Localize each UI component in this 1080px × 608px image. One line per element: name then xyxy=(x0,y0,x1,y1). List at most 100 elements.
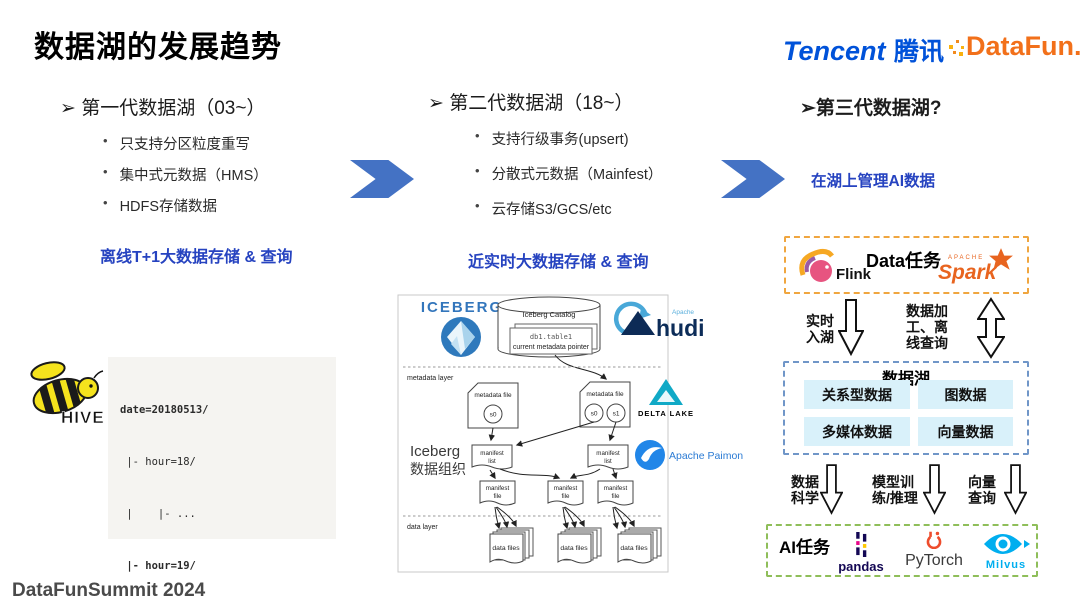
ai-tasks-box: AI任务 pandas PyTorch xyxy=(766,524,1038,577)
code-line: | |- ... xyxy=(120,508,196,521)
lake-cell-label: 关系型数据 xyxy=(822,386,892,403)
pytorch-logo: PyTorch xyxy=(896,530,972,576)
data-files-label: data files xyxy=(492,545,520,552)
gen2-header: ➢ 第二代数据湖（18~） xyxy=(428,93,634,114)
delta-lake-wordmark: DELTA LAKE xyxy=(638,409,694,418)
flow-label-line: 入湖 xyxy=(806,329,834,345)
flow-label-line: 线查询 xyxy=(906,335,948,351)
manifest-list-label: manifest xyxy=(596,450,620,457)
manifest-file-label: manifest xyxy=(604,485,628,492)
iceberg-wordmark: ICEBERG xyxy=(421,299,503,316)
tencent-wordmark-cn: 腾讯 xyxy=(893,38,944,66)
lake-cell-label: 向量数据 xyxy=(937,423,994,440)
hive-logo: HIVE xyxy=(30,361,105,427)
hudi-wordmark: hudi xyxy=(656,315,705,341)
manifest-list-right: manifest list xyxy=(587,444,629,470)
hive-wordmark: HIVE xyxy=(61,408,105,427)
code-line: |- hour=19/ xyxy=(120,560,196,573)
flow-label-line: 数据 xyxy=(791,474,819,490)
gen2-bullet-3: • 云存储S3/GCS/etc xyxy=(475,198,612,219)
flow-label-line: 实时 xyxy=(806,313,834,329)
snapshot-s0-label: s0 xyxy=(490,412,497,419)
gen1-bullet-2: • 集中式元数据（HMS） xyxy=(103,164,268,185)
down-arrow-icon xyxy=(838,299,864,356)
stage-arrow-1-icon xyxy=(350,160,414,198)
tencent-wordmark-en: Tencent xyxy=(783,36,886,66)
bullet-icon: • xyxy=(475,128,480,143)
datafun-wordmark: DataFun. xyxy=(966,31,1080,61)
gen2-summary: 近实时大数据存储 & 查询 xyxy=(468,254,649,271)
manifest-file-label: manifest xyxy=(486,485,510,492)
gen1-bullet-3: • HDFS存储数据 xyxy=(103,195,217,216)
gen1-bullet-1: • 只支持分区粒度重写 xyxy=(103,133,250,154)
gen3-header: ➢第三代数据湖? xyxy=(800,98,942,119)
milvus-wordmark: Milvus xyxy=(985,559,1027,571)
manifest-list-left: manifest list xyxy=(471,444,513,470)
spark-apache-label: APACHE xyxy=(948,255,985,261)
metadata-layer-label: metadata layer xyxy=(407,375,454,382)
spark-wordmark: Spark xyxy=(938,261,997,284)
gen2-bullet-2: • 分散式元数据（Mainfest） xyxy=(475,163,662,184)
bullet-text: 集中式元数据（HMS） xyxy=(119,168,268,184)
manifest-list-label: list xyxy=(488,458,496,465)
flow-model-training-label: 模型训 练/推理 xyxy=(872,474,918,506)
catalog-pointer-label: current metadata pointer xyxy=(513,344,590,351)
delta-lake-logo: DELTA LAKE xyxy=(638,379,694,418)
gen2-bullet-1: • 支持行级事务(upsert) xyxy=(475,128,629,149)
data-files-label: data files xyxy=(560,545,588,552)
lake-cell-graph: 图数据 xyxy=(918,380,1013,409)
flow-label-line: 查询 xyxy=(968,490,996,506)
bullet-icon: • xyxy=(103,195,108,210)
bullet-icon: • xyxy=(475,163,480,178)
down-arrow-icon xyxy=(923,464,946,515)
paimon-wordmark: Apache Paimon xyxy=(669,450,743,462)
flink-logo xyxy=(799,248,834,282)
datafun-logo: DataFun. xyxy=(948,31,1080,62)
lake-cell-multimedia: 多媒体数据 xyxy=(804,417,910,446)
lake-cell-vector: 向量数据 xyxy=(918,417,1013,446)
paimon-logo: Apache Paimon xyxy=(635,440,743,470)
flow-label-line: 数据加 xyxy=(906,303,948,319)
data-files-stack-1: data files xyxy=(489,527,534,564)
metadata-file-label: metadata file xyxy=(586,391,624,398)
flow-realtime-ingest-label: 实时 入湖 xyxy=(806,313,834,345)
manifest-file-2: manifest file xyxy=(547,480,584,506)
spark-logo: APACHE Spark xyxy=(936,248,1014,291)
pandas-logo: pandas xyxy=(834,532,888,576)
manifest-file-3: manifest file xyxy=(597,480,634,506)
milvus-logo: Milvus xyxy=(980,531,1032,577)
code-line: |- hour=18/ xyxy=(120,456,196,469)
flow-label-line: 练/推理 xyxy=(872,490,918,506)
iceberg-architecture-diagram: ICEBERG Iceberg Catalog db1.table1 curre… xyxy=(397,294,743,573)
down-arrow-icon xyxy=(820,464,843,515)
milvus-icon xyxy=(984,534,1030,554)
manifest-file-label: file xyxy=(494,493,502,500)
spark-star-icon xyxy=(989,248,1013,270)
bullet-text: HDFS存储数据 xyxy=(119,199,218,215)
iceberg-catalog: Iceberg Catalog db1.table1 current metad… xyxy=(497,296,601,358)
data-tasks-title: Data任务 xyxy=(866,251,942,271)
gen1-header: ➢ 第一代数据湖（03~） xyxy=(60,98,266,119)
stage-arrow-2-icon xyxy=(721,160,785,198)
manifest-file-label: manifest xyxy=(554,485,578,492)
data-lake-box: 数据湖 关系型数据 图数据 多媒体数据 向量数据 xyxy=(783,361,1029,455)
manifest-list-label: list xyxy=(604,458,612,465)
up-down-arrow-icon xyxy=(977,297,1005,359)
ai-tasks-title: AI任务 xyxy=(779,538,830,557)
down-arrow-icon xyxy=(1004,464,1027,515)
hudi-apache-label: Apache xyxy=(672,309,694,316)
bullet-icon: • xyxy=(103,133,108,148)
page-title: 数据湖的发展趋势 xyxy=(34,31,282,64)
manifest-file-label: file xyxy=(562,493,570,500)
hudi-logo: hudi Apache xyxy=(613,301,705,341)
bullet-text: 云存储S3/GCS/etc xyxy=(491,202,612,218)
bullet-text: 分散式元数据（Mainfest） xyxy=(491,167,663,183)
snapshot-s1-label: s1 xyxy=(613,411,620,418)
iceberg-logo-icon xyxy=(441,317,481,357)
metadata-file-label: metadata file xyxy=(474,392,512,399)
bullet-icon: • xyxy=(103,164,108,179)
snapshot-s0-label: s0 xyxy=(591,411,598,418)
bullet-text: 支持行级事务(upsert) xyxy=(491,132,629,148)
tencent-logo: Tencent 腾讯 xyxy=(783,32,944,68)
